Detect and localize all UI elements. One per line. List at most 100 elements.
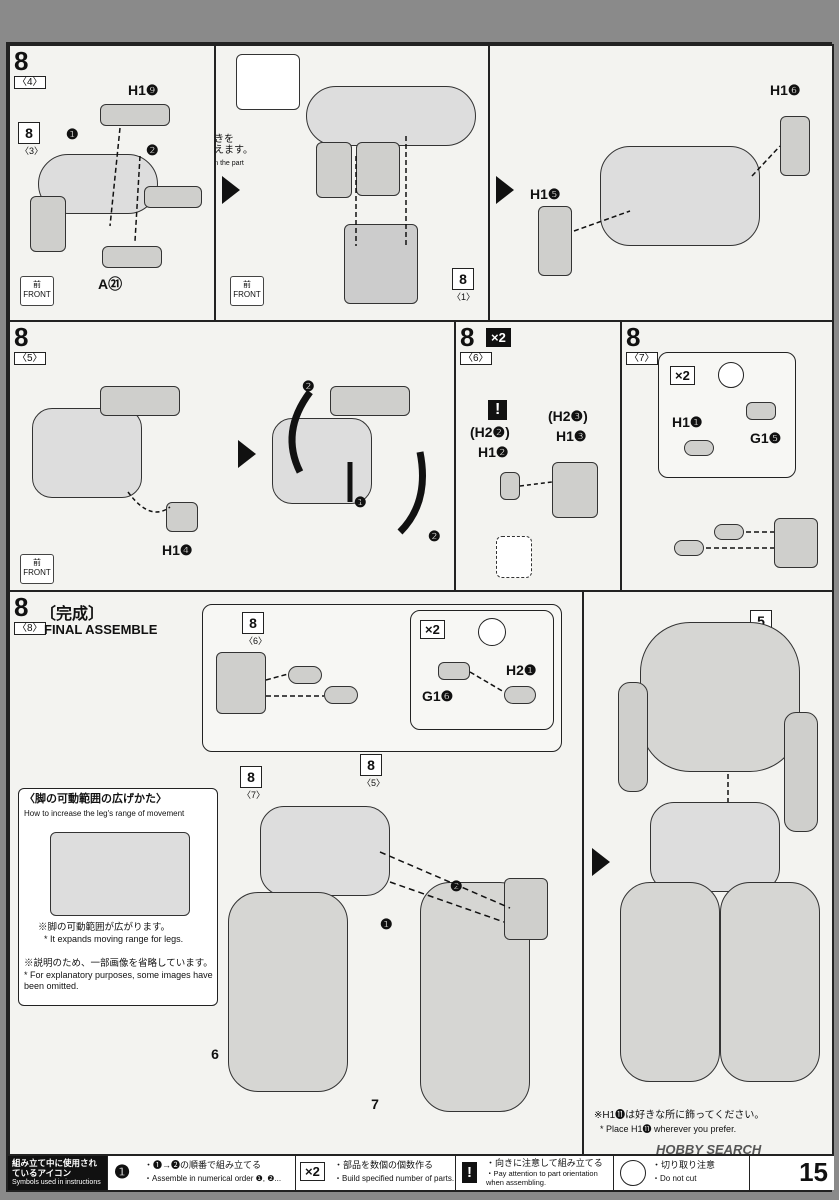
quantity-badge: ×2 xyxy=(670,366,695,385)
legend-order: ❶ ・❶→❷の順番で組み立てる ・Assemble in numerical o… xyxy=(108,1156,296,1190)
front-armor xyxy=(356,142,400,196)
alt-part-label: (H2❷) xyxy=(470,424,510,440)
step-sub: 〈6〉 xyxy=(460,352,492,365)
next-arrow xyxy=(238,440,256,468)
page-number: 15 xyxy=(799,1157,828,1187)
part-label-6: 6 xyxy=(204,1044,226,1066)
turn-text-en: Turn the part xyxy=(214,160,244,167)
step-number: 8 xyxy=(460,322,475,352)
divider xyxy=(582,592,584,1156)
note-2-jp: ※説明のため、一部画像を省略しています。 xyxy=(24,958,213,969)
dashed-guides xyxy=(573,145,781,232)
armor-piece xyxy=(774,518,818,568)
legend-do-not-cut: ・切り取り注意 ・Do not cut xyxy=(614,1156,750,1190)
part-h1-2 xyxy=(500,472,520,500)
ref-sub: 〈3〉 xyxy=(20,146,44,156)
note-2-en: * For explanatory purposes, some images … xyxy=(24,970,213,991)
skirt-assembly xyxy=(260,806,390,896)
footer-legend: 組み立て中に使用されているアイコン Symbols used in instru… xyxy=(8,1154,834,1190)
part-h1-5 xyxy=(538,206,572,276)
part-h1-9 xyxy=(100,104,170,126)
final-title-jp: 〔完成〕 xyxy=(40,606,105,623)
rear-armor xyxy=(330,386,410,416)
watermark: HOBBY SEARCH xyxy=(656,1142,762,1157)
turn-text-jp: 向きを かえます。 xyxy=(214,134,253,156)
part-label-h1-4: H1❹ xyxy=(162,542,193,558)
ref-step: 8 xyxy=(452,268,474,290)
left-leg xyxy=(228,892,348,1092)
armor-piece xyxy=(216,652,266,714)
final-title-en: FINAL ASSEMBLE xyxy=(44,622,158,637)
step-sub: 〈5〉 xyxy=(14,352,46,365)
next-arrow xyxy=(592,848,610,876)
leg-joint-detail xyxy=(50,832,190,916)
step-number: 8 xyxy=(626,322,641,352)
upper-body xyxy=(640,622,800,772)
part-g1-5 xyxy=(746,402,776,420)
part-h1-4 xyxy=(166,502,198,532)
skirt-assembly xyxy=(32,408,142,498)
ref-sub-5: 〈5〉 xyxy=(362,778,386,788)
final-right-leg xyxy=(720,882,820,1082)
do-not-cut-icon xyxy=(718,362,744,388)
side-armor xyxy=(30,196,66,252)
part-label-7: 7 xyxy=(364,1094,386,1116)
next-arrow xyxy=(496,176,514,204)
side-armor xyxy=(316,142,352,198)
part-label-h1-5: H1❺ xyxy=(530,186,561,202)
leg-tip-title-en: How to increase the leg's range of movem… xyxy=(24,809,185,818)
legend-orientation: ! ・向きに注意して組み立てる ・Pay attention to part o… xyxy=(456,1156,614,1190)
dashed-guides xyxy=(519,481,553,487)
ref-step-5: 8 xyxy=(360,754,382,776)
panel-step-8-7: 8 〈7〉 ×2 H1❶ G1❺ xyxy=(620,320,834,592)
skirt-assembly-rotated xyxy=(272,418,372,504)
part-label-g1-5: G1❺ xyxy=(750,430,782,446)
note-1-en: * It expands moving range for legs. xyxy=(44,934,184,944)
ref-sub: 〈1〉 xyxy=(452,292,476,302)
right-arm xyxy=(618,682,648,792)
ref-sub-7: 〈7〉 xyxy=(242,790,266,800)
part-label-h1-6: H1❻ xyxy=(770,82,801,98)
part-h1-3 xyxy=(552,462,598,518)
step-number: 8 xyxy=(14,46,29,76)
cap-2 xyxy=(324,686,358,704)
rotation-arrows xyxy=(127,389,426,535)
dashed-guides xyxy=(706,531,774,549)
part-h2-1 xyxy=(504,686,536,704)
rear-armor xyxy=(144,186,202,208)
dashed-guides xyxy=(355,136,407,246)
part-label-g1-6: G1❻ xyxy=(422,688,454,704)
part-h1-1 xyxy=(684,440,714,456)
ref-step: 8 xyxy=(18,122,40,144)
left-arm xyxy=(784,712,818,832)
step-sub: 〈4〉 xyxy=(14,76,46,89)
dashed-guides xyxy=(109,127,141,242)
step-number: 8 xyxy=(14,592,29,622)
alt-part-label-2: (H2❸) xyxy=(548,408,588,424)
order-2: ❷ xyxy=(302,378,315,394)
panel-step-8-4-side: H1❻ H1❺ xyxy=(488,44,834,322)
part-label-h1-1: H1❶ xyxy=(672,414,703,430)
note-1-jp: ※脚の可動範囲が広がります。 xyxy=(38,922,171,933)
order-2: ❷ xyxy=(450,878,463,894)
order-2b: ❷ xyxy=(428,528,441,544)
place-note-jp: ※H1⓫は好きな所に飾ってください。 xyxy=(594,1110,765,1121)
skirt-frame xyxy=(306,86,476,146)
cap-1 xyxy=(674,540,704,556)
ref-step-7: 8 xyxy=(240,766,262,788)
rear-armor xyxy=(100,386,180,416)
final-left-leg xyxy=(620,882,720,1082)
panel-step-8-8: 8 〈8〉 〔完成〕 FINAL ASSEMBLE 8 〈6〉 ×2 G1❻ H… xyxy=(8,590,834,1158)
part-label-h1-9: H1❾ xyxy=(128,82,159,98)
cap-2 xyxy=(714,524,744,540)
do-not-cut-icon xyxy=(620,1160,646,1186)
quantity-badge: ×2 xyxy=(486,328,511,347)
order-1: ❶ xyxy=(380,916,393,932)
step-sub: 〈7〉 xyxy=(626,352,658,365)
ref-sub-6: 〈6〉 xyxy=(244,636,268,646)
step-number: 8 xyxy=(14,322,29,352)
